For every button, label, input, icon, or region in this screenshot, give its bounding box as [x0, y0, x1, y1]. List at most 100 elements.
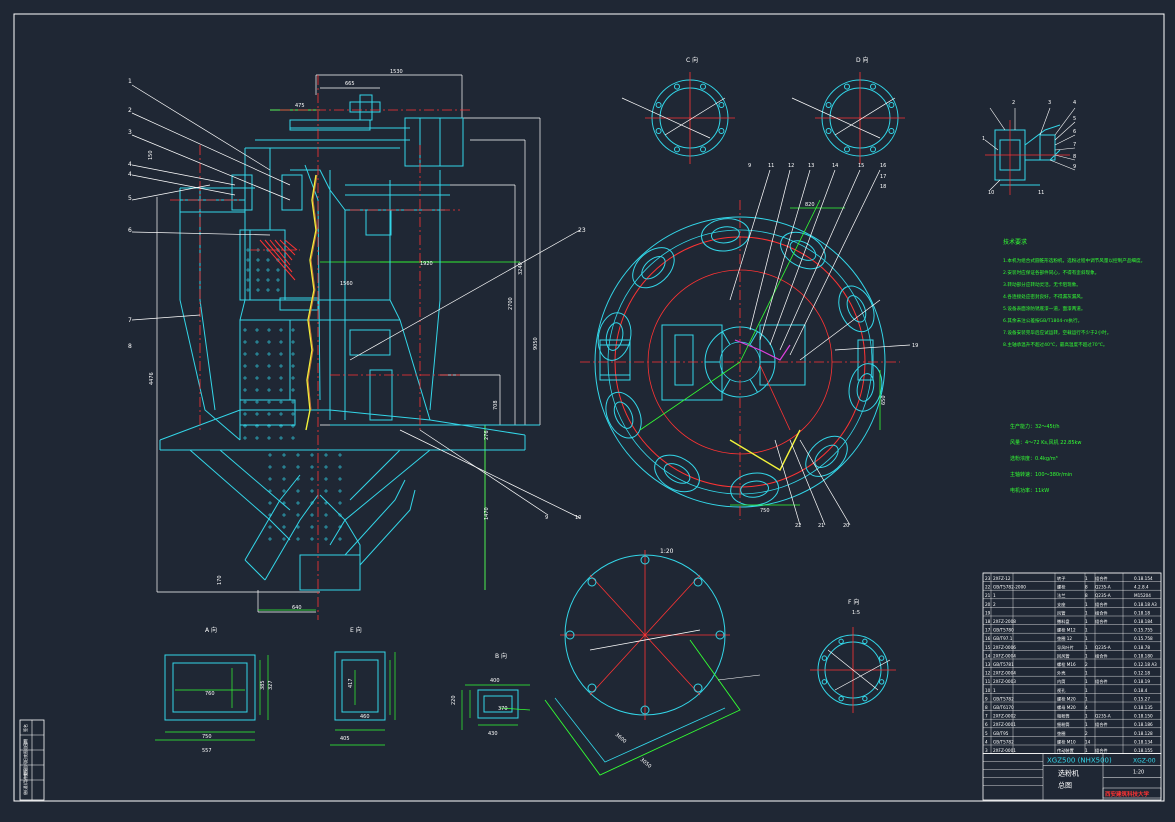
- part-number: 1: [128, 78, 132, 85]
- bom-cell: 12: [985, 671, 991, 676]
- bolt-hole: [870, 146, 877, 153]
- bom-cell: 螺栓 M10: [1057, 738, 1076, 745]
- bom-cell: 2XFZ-0006: [993, 645, 1016, 650]
- dimension-text: 665: [345, 81, 355, 87]
- cyclone-lobe: [597, 312, 632, 361]
- title-code: XGZ-00: [1133, 758, 1156, 765]
- inset-number: 1: [982, 136, 985, 142]
- view-e: [330, 651, 396, 746]
- part-number: 3: [128, 129, 132, 136]
- dimension-text: 708: [493, 400, 499, 410]
- spec-line: 选粉浓度：0.4kg/m³: [1010, 455, 1058, 462]
- spec-line: 主轴转速：100～380r/min: [1010, 471, 1072, 478]
- cyclone-lobe-inner: [814, 444, 839, 468]
- inset-number: 5: [1073, 116, 1076, 122]
- bom-cell: 螺栓: [1057, 584, 1066, 591]
- bom-cell: 垫圈: [1057, 730, 1065, 737]
- dimension-text: 750: [202, 734, 212, 740]
- technical-notes: 技术要求1.本机为组合式圆锥形选粉机，选粉过程中调节风量以控制产品细度。2.安装…: [1003, 238, 1145, 348]
- bom-cell: 1: [1085, 645, 1088, 650]
- view-f-bolts: [821, 638, 885, 702]
- bolt-hole: [838, 638, 844, 645]
- bom-cell: 23: [985, 576, 991, 581]
- part-number: 9: [545, 515, 548, 521]
- bom-cell: 2XFZ-0004: [993, 653, 1016, 658]
- cyclone-lobe: [654, 454, 700, 493]
- cyclone-lobe: [838, 285, 875, 333]
- bom-cell: 1: [1085, 636, 1088, 641]
- part-number: 10: [575, 515, 581, 521]
- bom-cell: 细粉筒: [1057, 721, 1070, 728]
- dimension-text: 150: [148, 150, 154, 160]
- bolt-hole: [673, 83, 680, 90]
- part-number: 12: [788, 163, 794, 169]
- bom-cell: 1: [1085, 628, 1088, 633]
- main-elevation-labels: 1234456782315306654751502700324090504476…: [128, 69, 586, 611]
- bolt-hole: [655, 128, 662, 135]
- bom-cell: GB/T97.1: [993, 636, 1013, 641]
- cyclone-lobe-inner: [613, 401, 634, 429]
- bom-cell: 1: [1085, 679, 1088, 684]
- view-label: F 向: [848, 598, 859, 606]
- dimension-text: 820: [805, 202, 815, 208]
- part-number: 11: [768, 163, 774, 169]
- bolt-hole: [693, 577, 703, 587]
- bom-cell: 0.15.27: [1134, 696, 1150, 701]
- dimension-text: 640: [292, 605, 302, 611]
- bolt-hole: [718, 101, 725, 108]
- bom-cell: 1: [1085, 619, 1088, 624]
- view-label: C 向: [686, 56, 698, 64]
- bom-cell: GB/T6170: [993, 705, 1014, 710]
- bom-cell: 组合件: [1095, 575, 1108, 582]
- left-strip-lines: [20, 720, 44, 800]
- main-elevation: [131, 74, 581, 620]
- spoke: [722, 331, 731, 345]
- part-number: 20: [843, 523, 849, 529]
- bom-cell: 0.15.755: [1134, 628, 1153, 633]
- dimension-text: 760: [205, 691, 215, 697]
- bom-cell: 0.12.18: [1134, 671, 1150, 676]
- inset-number: 11: [1038, 190, 1044, 196]
- bom-cell: Q235-A: [1095, 593, 1111, 598]
- bom-cell: 组合件: [1095, 601, 1108, 608]
- inset-detail: [984, 107, 1076, 195]
- bom-cell: 0.18.128: [1134, 731, 1153, 736]
- bom-cell: 18: [985, 619, 991, 624]
- bolt-hole: [821, 679, 828, 685]
- bolt-hole: [700, 146, 707, 153]
- bom-cell: 撒料盘: [1057, 618, 1070, 625]
- cyclone-lobe: [605, 391, 642, 439]
- bom-cell: GB/T5782: [993, 739, 1014, 744]
- bom-cell: 回风管: [1057, 652, 1070, 659]
- bom-cell: 1: [993, 593, 996, 598]
- cyclone-lobe-inner: [710, 226, 740, 244]
- dimension-text: 3600: [614, 732, 628, 745]
- bom-cell: 15: [985, 645, 991, 650]
- bom-cell: 2: [1085, 731, 1088, 736]
- bolt-hole: [843, 146, 850, 153]
- view-f: [810, 627, 896, 713]
- bom-cell: 1: [1085, 576, 1088, 581]
- notes-line: 7.设备安装完毕后应试运转，空载运行不少于2小时。: [1003, 329, 1111, 336]
- inset-number: 4: [1073, 100, 1076, 106]
- cyclone-lobe-inner: [740, 480, 770, 498]
- bolt-hole: [888, 128, 895, 135]
- plan-view: [580, 169, 911, 526]
- dimension-text: 1470: [484, 507, 490, 520]
- spoke: [749, 379, 758, 393]
- dimension-text: 1530: [390, 69, 403, 75]
- dimension-text: 475: [295, 103, 305, 109]
- dimension-text: 1560: [340, 281, 353, 287]
- bom-cell: 0.18.134: [1134, 739, 1153, 744]
- part-number: 14: [832, 163, 838, 169]
- bom-cell: GB/T5782: [993, 696, 1014, 701]
- dimension-text: 557: [202, 748, 212, 754]
- bolt-hole: [838, 695, 844, 702]
- inset-number: 6: [1073, 129, 1076, 135]
- bom-cell: 螺母 M20: [1057, 704, 1076, 711]
- inset-number: 10: [988, 190, 994, 196]
- bom-cell: 0.18.19: [1134, 679, 1150, 684]
- bom-cell: 螺栓 M16: [1057, 661, 1076, 668]
- inset-number: 3: [1048, 100, 1051, 106]
